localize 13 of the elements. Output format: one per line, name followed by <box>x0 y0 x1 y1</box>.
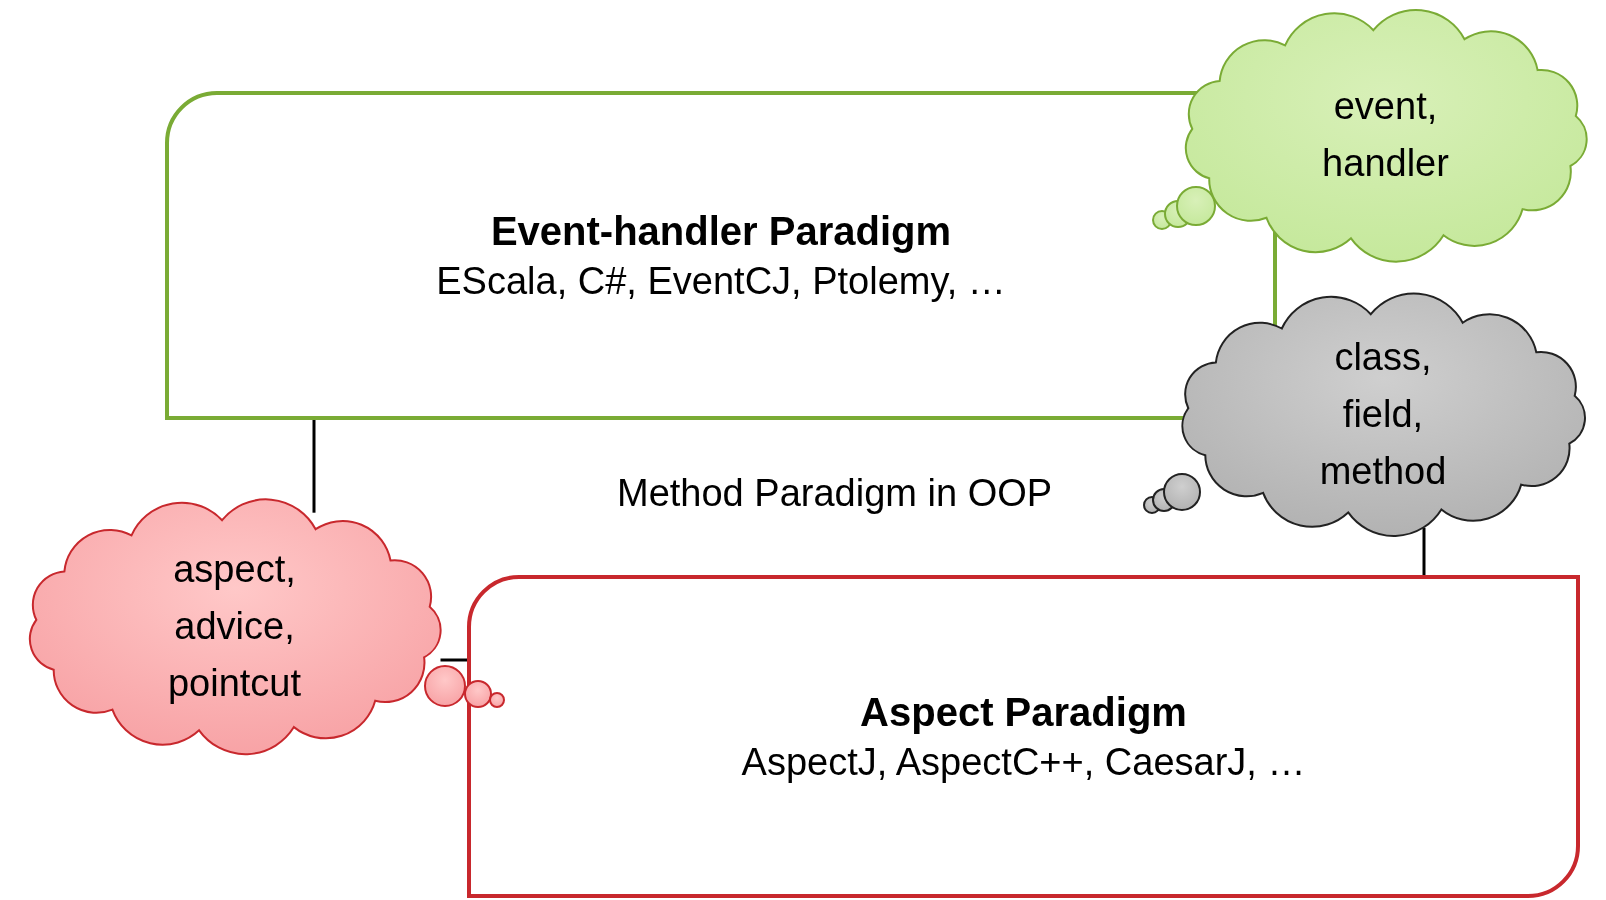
language-list: EScala, C#, EventCJ, Ptolemy, … <box>436 256 1006 307</box>
paradigm-title: Event-handler Paradigm <box>490 207 952 255</box>
language-list: AspectJ, AspectC++, CaesarJ, … <box>741 737 1306 788</box>
paradigm-box <box>165 91 1277 420</box>
connector-line <box>312 420 316 513</box>
connector-line <box>1422 527 1426 575</box>
paradigm-label: Method Paradigm in OOP <box>617 472 1053 515</box>
cloud-text: event, handler <box>1321 84 1450 186</box>
connector-line <box>440 658 467 662</box>
cloud-text: class, field, method <box>1318 334 1448 494</box>
cloud-text: aspect, advice, pointcut <box>166 546 303 706</box>
paradigm-box <box>467 575 1580 898</box>
paradigm-title: Aspect Paradigm <box>860 688 1187 736</box>
